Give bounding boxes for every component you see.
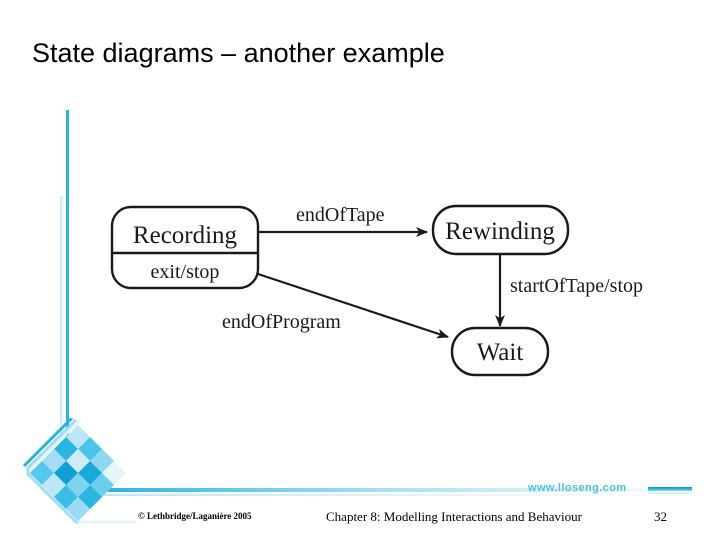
decorative-vertical-line-faint — [63, 196, 64, 496]
footer-page-number: 32 — [654, 509, 667, 524]
state-rewinding[interactable]: Rewinding — [431, 204, 570, 256]
transition-label-end-of-program: endOfProgram — [222, 311, 341, 333]
state-recording-action: exit/stop — [151, 261, 220, 283]
state-recording[interactable]: Recording exit/stop — [110, 205, 260, 290]
transition-recording-to-rewinding: endOfTape — [258, 204, 428, 237]
footer-copyright: © Lethbridge/Laganière 2005 — [138, 511, 252, 521]
transition-label-end-of-tape: endOfTape — [296, 204, 385, 226]
corner-mosaic-logo — [22, 418, 136, 524]
state-recording-name: Recording — [133, 222, 238, 249]
transition-rewinding-to-wait: startOfTape/stop — [495, 254, 643, 327]
website-url-text: www.lloseng.com — [528, 482, 627, 494]
transition-arrow-end-of-program — [257, 272, 449, 339]
page-title: State diagrams – another example — [32, 38, 445, 68]
footer-chapter-title: Chapter 8: Modelling Interactions and Be… — [326, 509, 582, 524]
transition-label-start-of-tape-stop: startOfTape/stop — [510, 275, 643, 297]
state-wait[interactable]: Wait — [450, 326, 550, 377]
state-wait-name: Wait — [477, 339, 524, 366]
decorative-horizontal-line-light — [104, 494, 644, 496]
decorative-vertical-line — [66, 110, 69, 488]
decorative-vertical-line-light — [60, 196, 62, 496]
decorative-horizontal-line — [96, 488, 656, 492]
state-diagram-svg: endOfTape startOfTape/stop endOfProgram … — [110, 204, 643, 377]
state-rewinding-box[interactable] — [431, 204, 570, 256]
transition-recording-to-wait: endOfProgram — [222, 272, 449, 339]
state-wait-box[interactable] — [450, 326, 550, 377]
state-diagram: endOfTape startOfTape/stop endOfProgram … — [100, 185, 680, 395]
decorative-line-cap — [648, 487, 692, 491]
decorative-line-cap-light — [648, 492, 692, 494]
state-rewinding-name: Rewinding — [445, 218, 555, 245]
state-recording-box[interactable] — [110, 205, 260, 290]
